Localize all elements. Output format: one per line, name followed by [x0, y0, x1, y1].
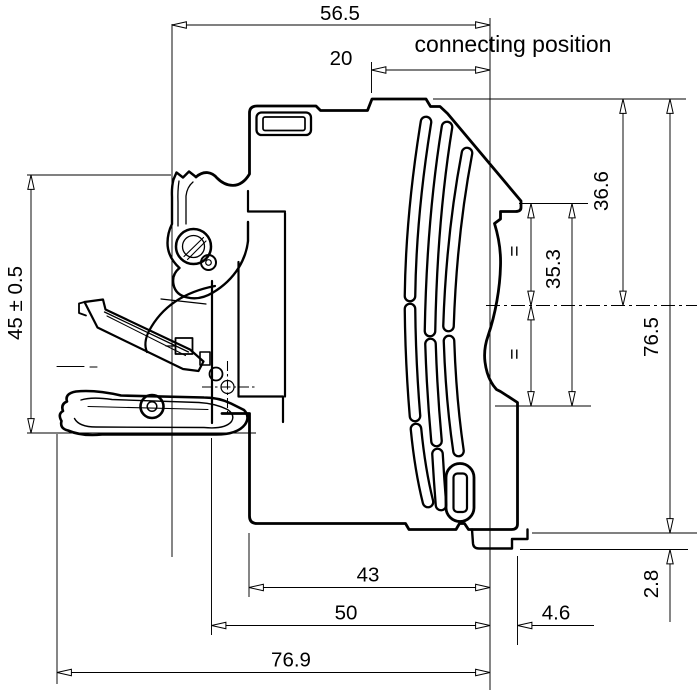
- dimension-labels: 56.5 connecting position 20 45 ± 0.5 36.…: [4, 2, 663, 672]
- dim-right-mid: 35.3: [542, 249, 565, 289]
- dim-top-offset: 20: [330, 47, 353, 70]
- clip-foot: [58, 389, 249, 437]
- terminal-slot: [444, 462, 476, 523]
- equal-mark-upper: =: [505, 245, 526, 256]
- bottom-claw-tab: [470, 528, 529, 550]
- din-clip-mechanism: [56, 170, 250, 437]
- dimension-lines: [27, 18, 697, 690]
- release-lever: [83, 298, 205, 373]
- dim-bottom-inner: 43: [357, 564, 380, 587]
- center-mark: [202, 361, 256, 414]
- dim-right-upper: 36.6: [590, 171, 613, 211]
- dim-top-width: 56.5: [320, 2, 360, 25]
- foot-pivot: [139, 393, 165, 420]
- ventilation-slots: [403, 115, 474, 512]
- device-body-outline: [194, 97, 529, 550]
- equal-mark-lower: =: [505, 348, 526, 359]
- dim-right-total: 76.5: [640, 317, 663, 357]
- dim-right-tab-height: 2.8: [640, 570, 663, 599]
- label-window: [255, 111, 313, 137]
- dim-bottom-mid: 50: [335, 602, 358, 625]
- clip-pin: [200, 254, 217, 271]
- dim-bottom-right-offset: 4.6: [542, 602, 571, 625]
- clip-roller: [174, 227, 213, 266]
- dim-bottom-total: 76.9: [271, 649, 311, 672]
- connecting-position-label: connecting position: [415, 31, 612, 57]
- dim-left-height: 45 ± 0.5: [4, 266, 27, 340]
